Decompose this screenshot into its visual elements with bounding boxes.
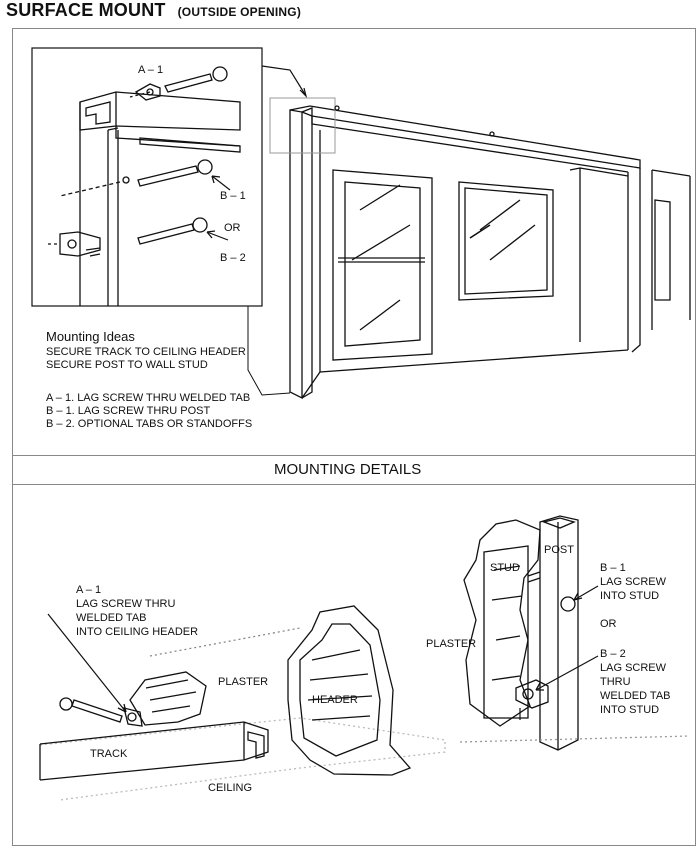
- detail-b1-line: LAG SCREW: [600, 576, 667, 588]
- label-b2-inset: B – 2: [220, 252, 246, 264]
- post-detail-drawing: [459, 515, 691, 751]
- legend-line: B – 1. LAG SCREW THRU POST: [46, 405, 211, 417]
- track-detail-drawing: [39, 605, 446, 801]
- detail-a1-line: A – 1: [76, 584, 102, 596]
- label-a1-inset: A – 1: [138, 64, 164, 76]
- mounting-details-heading: MOUNTING DETAILS: [274, 461, 422, 478]
- bottom-panel: [12, 484, 696, 846]
- label-stud: STUD: [490, 562, 520, 574]
- label-or-inset: OR: [224, 222, 241, 234]
- inset-frame: [31, 47, 263, 307]
- inset-drawing: [48, 66, 241, 306]
- opening-drawing: [247, 65, 691, 400]
- detail-b1-line: B – 1: [600, 562, 626, 574]
- detail-b1-line: INTO STUD: [600, 590, 660, 602]
- title-main: SURFACE MOUNT: [6, 0, 166, 20]
- label-plaster-left: PLASTER: [218, 676, 269, 688]
- mounting-idea-line: SECURE POST TO WALL STUD: [46, 359, 208, 371]
- detail-a1-line: WELDED TAB: [76, 612, 147, 624]
- label-post: POST: [544, 544, 574, 556]
- title-subtitle: (OUTSIDE OPENING): [177, 5, 302, 19]
- detail-b2-line: INTO STUD: [600, 704, 660, 716]
- mounting-idea-line: SECURE TRACK TO CEILING HEADER: [46, 346, 246, 358]
- label-header: HEADER: [312, 694, 358, 706]
- label-track: TRACK: [90, 748, 128, 760]
- label-b1-inset: B – 1: [220, 190, 246, 202]
- detail-b2-line: B – 2: [600, 648, 626, 660]
- page-title: SURFACE MOUNT (OUTSIDE OPENING): [6, 0, 301, 21]
- legend-line: A – 1. LAG SCREW THRU WELDED TAB: [46, 392, 251, 404]
- detail-a1-line: INTO CEILING HEADER: [76, 626, 199, 638]
- detail-b2-line: WELDED TAB: [600, 690, 671, 702]
- detail-or: OR: [600, 618, 617, 630]
- label-plaster-right: PLASTER: [426, 638, 477, 650]
- detail-b2-line: THRU: [600, 676, 631, 688]
- detail-b2-line: LAG SCREW: [600, 662, 667, 674]
- legend-line: B – 2. OPTIONAL TABS OR STANDOFFS: [46, 418, 253, 430]
- mounting-ideas-title: Mounting Ideas: [46, 329, 135, 344]
- label-ceiling: CEILING: [208, 782, 253, 794]
- detail-a1-line: LAG SCREW THRU: [76, 598, 176, 610]
